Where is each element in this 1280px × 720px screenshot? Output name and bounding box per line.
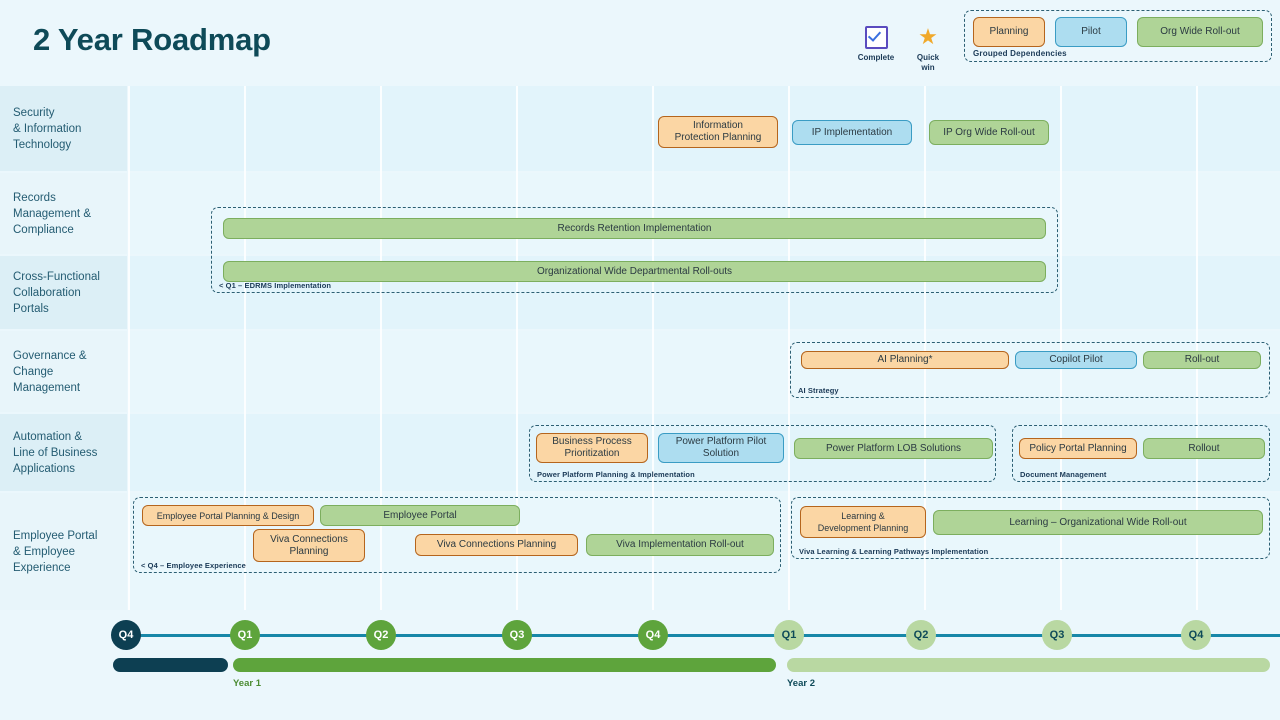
task-ip-implementation[interactable]: IP Implementation — [792, 120, 912, 145]
task-label-line1: Learning & — [841, 511, 885, 521]
grid-column-divider — [1196, 86, 1198, 610]
legend: Complete ★ Quick win Planning Pilot Org … — [850, 10, 1272, 80]
task-label-line1: Power Platform Pilot — [675, 436, 767, 447]
timeline-year1-label: Year 1 — [233, 678, 261, 689]
grid-column-divider — [788, 86, 790, 610]
task-organizational-wide-departmental-rollouts[interactable]: Organizational Wide Departmental Roll-ou… — [223, 261, 1046, 282]
task-ai-rollout[interactable]: Roll-out — [1143, 351, 1261, 369]
timeline-axis — [113, 634, 1280, 637]
grid-column-divider — [652, 86, 654, 610]
task-business-process-prioritization[interactable]: Business Process Prioritization — [536, 433, 648, 463]
timeline-node-y1-q3[interactable]: Q3 — [502, 620, 532, 650]
legend-grouped-dependencies-label: Grouped Dependencies — [973, 49, 1067, 58]
legend-complete-label: Complete — [857, 53, 895, 62]
swimlane-grid: Security & Information Technology Inform… — [0, 86, 1280, 610]
lane-label-employee-portal: Employee Portal & Employee Experience — [13, 529, 98, 574]
task-learning-org-wide-rollout[interactable]: Learning – Organizational Wide Roll-out — [933, 510, 1263, 535]
task-ai-planning[interactable]: AI Planning* — [801, 351, 1009, 369]
star-icon: ★ — [918, 24, 938, 49]
group-power-platform: Business Process Prioritization Power Pl… — [529, 425, 996, 482]
task-label-line2: Planning — [289, 545, 329, 557]
group-document-management: Policy Portal Planning Rollout Document … — [1012, 425, 1270, 482]
task-power-platform-pilot-solution[interactable]: Power Platform Pilot Solution — [658, 433, 784, 463]
group-caption-edrms: < Q1 – EDRMS Implementation — [219, 281, 332, 290]
legend-quick-win: ★ Quick win — [902, 24, 954, 73]
page-header: 2 Year Roadmap Complete ★ Quick win Plan… — [0, 0, 1280, 86]
task-learning-development-planning[interactable]: Learning & Development Planning — [800, 506, 926, 538]
legend-pill-pilot[interactable]: Pilot — [1055, 17, 1127, 47]
group-caption-ai-strategy: AI Strategy — [798, 386, 839, 395]
lane-governance-change-management: Governance & Change Management — [0, 331, 1280, 412]
timeline-node-y1-q1[interactable]: Q1 — [230, 620, 260, 650]
group-caption-viva-learning: Viva Learning & Learning Pathways Implem… — [799, 547, 989, 556]
legend-quickwin-label-line1: Quick — [916, 53, 940, 62]
timeline-node-y1-q4[interactable]: Q4 — [638, 620, 668, 650]
grid-column-divider — [128, 86, 130, 610]
page-title: 2 Year Roadmap — [33, 22, 271, 57]
grid-column-divider — [924, 86, 926, 610]
timeline-node-y2-q3[interactable]: Q3 — [1042, 620, 1072, 650]
lane-security-information-technology: Security & Information Technology Inform… — [0, 86, 1280, 171]
legend-complete: Complete — [850, 24, 902, 63]
lane-label-automation: Automation & Line of Business Applicatio… — [13, 430, 98, 475]
timeline-node-y1-q2[interactable]: Q2 — [366, 620, 396, 650]
task-label-line2: Protection Planning — [674, 132, 762, 143]
grid-column-divider — [1060, 86, 1062, 610]
task-label-line2: Development Planning — [817, 523, 909, 533]
timeline-node-y2-q2[interactable]: Q2 — [906, 620, 936, 650]
task-label-line1: Business Process — [552, 436, 632, 447]
timeline-node-q4-prior[interactable]: Q4 — [111, 620, 141, 650]
timeline: Q4 Q1 Q2 Q3 Q4 Q1 Q2 Q3 Q4 Year 1 Year 2 — [0, 610, 1280, 720]
task-policy-rollout[interactable]: Rollout — [1143, 438, 1265, 459]
group-edrms-implementation: Records Retention Implementation Organiz… — [211, 207, 1058, 293]
task-policy-portal-planning[interactable]: Policy Portal Planning — [1019, 438, 1137, 459]
grid-column-divider — [380, 86, 382, 610]
group-caption-employee-experience: < Q4 – Employee Experience — [141, 561, 246, 570]
group-caption-power-platform: Power Platform Planning & Implementation — [537, 470, 695, 479]
task-information-protection-planning[interactable]: Information Protection Planning — [658, 116, 778, 148]
task-employee-portal-planning-design[interactable]: Employee Portal Planning & Design — [142, 505, 314, 526]
task-label-line2: Solution — [702, 448, 740, 459]
group-employee-experience: Employee Portal Planning & Design Employ… — [133, 497, 781, 573]
lane-label-cross-functional: Cross-Functional Collaboration Portals — [13, 270, 100, 315]
group-ai-strategy: AI Planning* Copilot Pilot Roll-out AI S… — [790, 342, 1270, 398]
task-label-line1: Information — [692, 120, 743, 131]
lane-records-management-compliance: Records Management & Compliance — [0, 173, 1280, 254]
grid-column-divider — [244, 86, 246, 610]
task-power-platform-lob-solutions[interactable]: Power Platform LOB Solutions — [794, 438, 993, 459]
task-viva-implementation-rollout[interactable]: Viva Implementation Roll-out — [586, 534, 774, 556]
task-records-retention-implementation[interactable]: Records Retention Implementation — [223, 218, 1046, 239]
lane-label-security: Security & Information Technology — [13, 106, 82, 151]
task-label-line2: Prioritization — [564, 448, 620, 459]
timeline-node-y2-q1[interactable]: Q1 — [774, 620, 804, 650]
grid-column-divider — [516, 86, 518, 610]
legend-grouped-dependencies: Planning Pilot Org Wide Roll-out Grouped… — [964, 10, 1272, 62]
task-viva-connections-planning-a[interactable]: Viva Connections Planning — [253, 529, 365, 562]
lane-label-records: Records Management & Compliance — [13, 191, 91, 236]
legend-quickwin-label-line2: win — [921, 63, 935, 72]
checkbox-checked-icon — [850, 24, 902, 50]
task-copilot-pilot[interactable]: Copilot Pilot — [1015, 351, 1137, 369]
timeline-bar-year2 — [787, 658, 1270, 672]
timeline-node-y2-q4[interactable]: Q4 — [1181, 620, 1211, 650]
task-employee-portal[interactable]: Employee Portal — [320, 505, 520, 526]
group-viva-learning: Learning & Development Planning Learning… — [791, 497, 1270, 559]
task-viva-connections-planning-b[interactable]: Viva Connections Planning — [415, 534, 578, 556]
timeline-bar-prior — [113, 658, 228, 672]
group-caption-document-management: Document Management — [1020, 470, 1107, 479]
legend-pill-org-wide-rollout[interactable]: Org Wide Roll-out — [1137, 17, 1263, 47]
task-ip-org-wide-rollout[interactable]: IP Org Wide Roll-out — [929, 120, 1049, 145]
timeline-year2-label: Year 2 — [787, 678, 815, 689]
lane-label-governance: Governance & Change Management — [13, 349, 87, 394]
legend-pill-planning[interactable]: Planning — [973, 17, 1045, 47]
task-label-line1: Viva Connections — [270, 533, 348, 545]
timeline-bar-year1 — [233, 658, 776, 672]
